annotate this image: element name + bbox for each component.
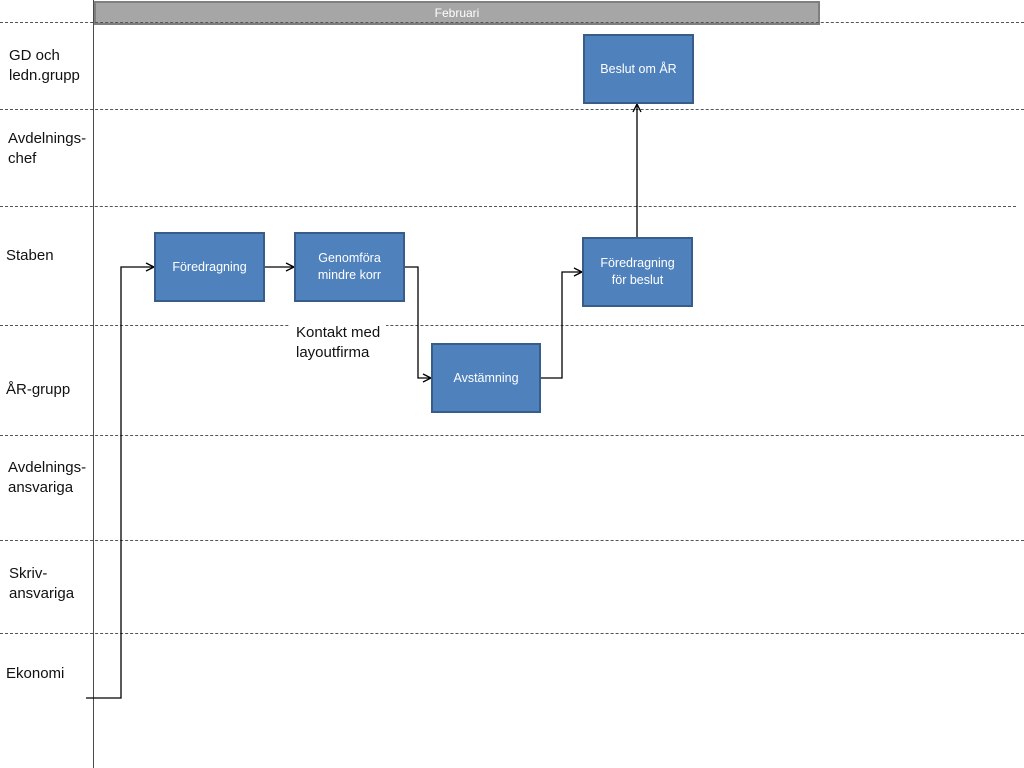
process-box-avstamning: Avstämning [431, 343, 541, 413]
lane-separator [0, 22, 1024, 23]
lane-label-ekonomi: Ekonomi [6, 665, 65, 682]
lane-label-ar-grupp: ÅR-grupp [6, 381, 71, 398]
lane-label-gd: GD och ledn.grupp [9, 47, 80, 84]
lane-separator [0, 540, 1024, 541]
process-box-genomfora: Genomföra mindre korr [294, 232, 405, 302]
timeline-axis [93, 0, 94, 768]
connector-genomfora-to-avstamning [405, 266, 431, 378]
lane-label-avdelningschef: Avdelnings- chef [8, 130, 87, 167]
lane-separator [0, 435, 1024, 436]
lane-separator [0, 325, 1024, 326]
process-box-beslut-om-ar: Beslut om ÅR [583, 34, 694, 104]
lane-separator [0, 633, 1024, 634]
lane-label-staben: Staben [6, 247, 54, 264]
month-header: Februari [94, 1, 820, 25]
lane-label-skrivansvariga: Skriv- ansvariga [9, 565, 75, 602]
process-box-foredragning: Föredragning [154, 232, 265, 302]
lane-label-avdelningsansvariga: Avdelnings- ansvariga [8, 459, 87, 496]
note-kontakt-layoutfirma: Kontakt med layoutfirma [290, 323, 387, 363]
process-box-foredragning-for-beslut: Föredragning för beslut [582, 237, 693, 307]
lane-separator [0, 206, 1016, 207]
lane-separator [0, 109, 1024, 110]
